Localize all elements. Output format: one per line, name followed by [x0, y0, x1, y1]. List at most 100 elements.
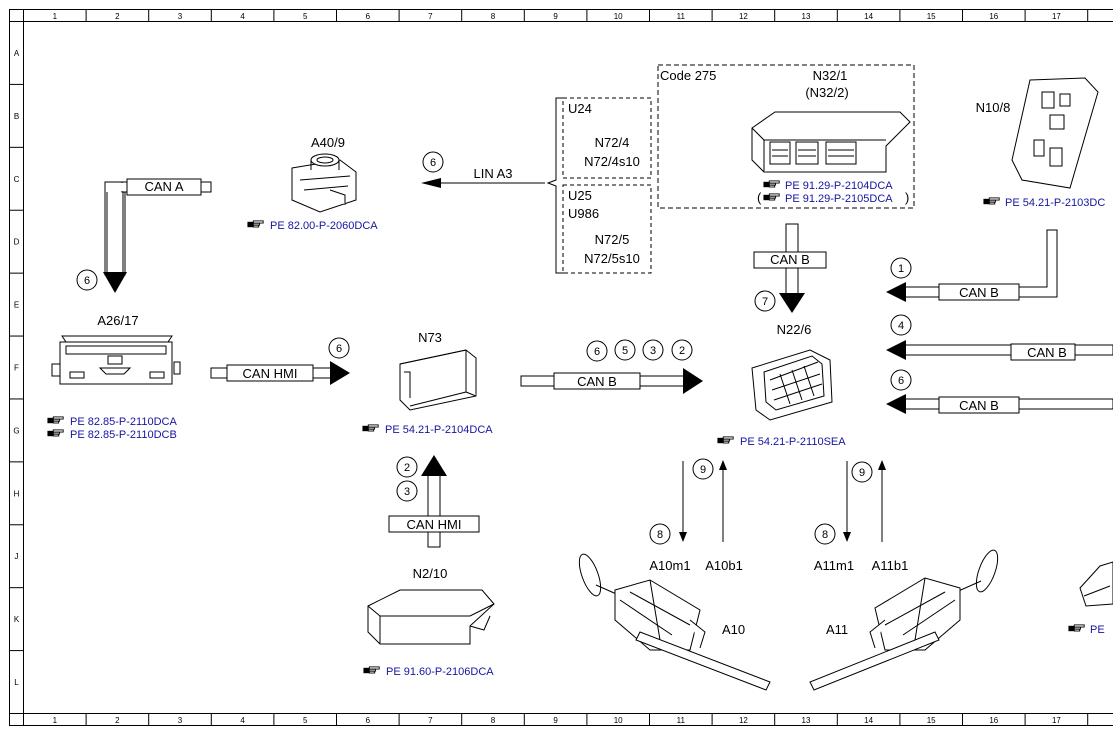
- partial-device-right: [1080, 562, 1113, 606]
- column-number: 11: [677, 716, 686, 725]
- row-letter: D: [14, 238, 20, 247]
- can-b-n73-to-n22: CAN B: [521, 368, 703, 394]
- column-number: 13: [802, 716, 811, 725]
- svg-text:5: 5: [622, 345, 628, 357]
- column-number: 3: [178, 716, 183, 725]
- n22-6-label: N22/6: [777, 322, 812, 337]
- a26-17-ref2: PE 82.85-P-2110DCB: [70, 429, 177, 441]
- column-number: 9: [553, 12, 558, 21]
- partial-ref: PE: [1090, 624, 1105, 636]
- svg-text:CAN HMI: CAN HMI: [407, 517, 462, 532]
- column-number: 11: [677, 12, 686, 21]
- svg-text:6: 6: [430, 157, 436, 169]
- row-letter: H: [14, 489, 20, 498]
- column-number: 9: [553, 716, 558, 725]
- column-number: 15: [927, 12, 936, 21]
- column-number: 1: [53, 12, 58, 21]
- svg-text:U24: U24: [568, 101, 592, 116]
- svg-text:CAN B: CAN B: [959, 285, 999, 300]
- svg-text:9: 9: [700, 464, 706, 476]
- svg-text:2: 2: [404, 462, 410, 474]
- circle-1: 1: [891, 258, 911, 278]
- a40-9-device: [292, 154, 356, 212]
- a10m1-label: A10m1: [649, 558, 690, 573]
- svg-text:CAN B: CAN B: [770, 252, 810, 267]
- lin-a3-label: LIN A3: [473, 166, 512, 181]
- svg-text:2: 2: [679, 345, 685, 357]
- u25-box: U25 U986 N72/5 N72/5s10: [563, 185, 651, 273]
- can-a-label: CAN A: [144, 179, 183, 194]
- column-number: 4: [240, 12, 245, 21]
- a26-17-ref1: PE 82.85-P-2110DCA: [70, 416, 177, 428]
- a11m1-label: A11m1: [814, 558, 854, 573]
- n22-6-device: [752, 350, 832, 420]
- column-number: 8: [491, 716, 496, 725]
- n73-ref: PE 54.21-P-2104DCA: [385, 424, 493, 436]
- a11-label: A11: [826, 622, 848, 637]
- n2-10-ref: PE 91.60-P-2106DCA: [386, 666, 494, 678]
- row-letter: F: [14, 364, 19, 373]
- a11-arrows: 8 9 A11m1 A11b1: [814, 460, 908, 573]
- svg-text:CAN HMI: CAN HMI: [243, 366, 298, 381]
- column-number: 4: [240, 716, 245, 725]
- column-number: 16: [989, 716, 998, 725]
- svg-text:CAN B: CAN B: [959, 398, 999, 413]
- svg-text:3: 3: [650, 345, 656, 357]
- can-b-n10-8: CAN B: [886, 230, 1057, 302]
- n32-1-ref1: PE 91.29-P-2104DCA: [785, 180, 893, 192]
- svg-text:CAN B: CAN B: [577, 374, 617, 389]
- circles-6532: 6 5 3 2: [587, 340, 692, 361]
- n73-device: [400, 350, 476, 410]
- circle-6-a: 6: [77, 270, 97, 290]
- svg-text:6: 6: [336, 343, 342, 355]
- svg-text:3: 3: [404, 486, 410, 498]
- circles-23: 2 3: [397, 457, 417, 501]
- svg-text:4: 4: [898, 320, 904, 332]
- svg-text:8: 8: [657, 529, 663, 541]
- n32-2-label: (N32/2): [805, 85, 848, 100]
- a10-arrows: 8 9 A10m1 A10b1: [649, 459, 742, 573]
- column-number: 13: [802, 12, 811, 21]
- column-number: 7: [428, 12, 433, 21]
- circle-7: 7: [755, 291, 775, 311]
- can-b-right-4: CAN B: [886, 340, 1113, 360]
- svg-text:(: (: [757, 190, 762, 205]
- can-b-right-6: CAN B: [886, 394, 1113, 414]
- column-number: 16: [989, 12, 998, 21]
- column-number: 8: [491, 12, 496, 21]
- svg-text:6: 6: [84, 275, 90, 287]
- circle-6-lin: 6: [423, 152, 443, 172]
- a26-17-device: [52, 336, 180, 384]
- n10-8-ref: PE 54.21-P-2103DC: [1005, 197, 1105, 209]
- row-letter: K: [14, 615, 20, 624]
- a10-label: A10: [722, 622, 745, 637]
- circle-6-hmi: 6: [329, 338, 349, 358]
- u24-box: U24 N72/4 N72/4s10: [563, 98, 651, 178]
- svg-text:U25: U25: [568, 188, 592, 203]
- svg-text:6: 6: [898, 375, 904, 387]
- code-275-label: Code 275: [660, 68, 716, 83]
- column-number: 5: [303, 12, 308, 21]
- svg-text:U986: U986: [568, 206, 599, 221]
- a10b1-label: A10b1: [705, 558, 743, 573]
- svg-text:1: 1: [898, 263, 904, 275]
- svg-text:7: 7: [762, 296, 768, 308]
- column-number: 7: [428, 716, 433, 725]
- row-letter: C: [14, 175, 20, 184]
- column-number: 10: [614, 716, 623, 725]
- column-number: 15: [927, 716, 936, 725]
- column-number: 12: [739, 716, 748, 725]
- row-letter: A: [14, 49, 20, 58]
- column-number: 6: [366, 716, 371, 725]
- column-number: 17: [1052, 12, 1061, 21]
- circle-6-right: 6: [891, 370, 911, 390]
- n32-1-label: N32/1: [813, 68, 848, 83]
- svg-text:8: 8: [822, 529, 828, 541]
- column-number: 5: [303, 716, 308, 725]
- svg-text:N72/4: N72/4: [595, 135, 630, 150]
- n2-10-label: N2/10: [413, 566, 448, 581]
